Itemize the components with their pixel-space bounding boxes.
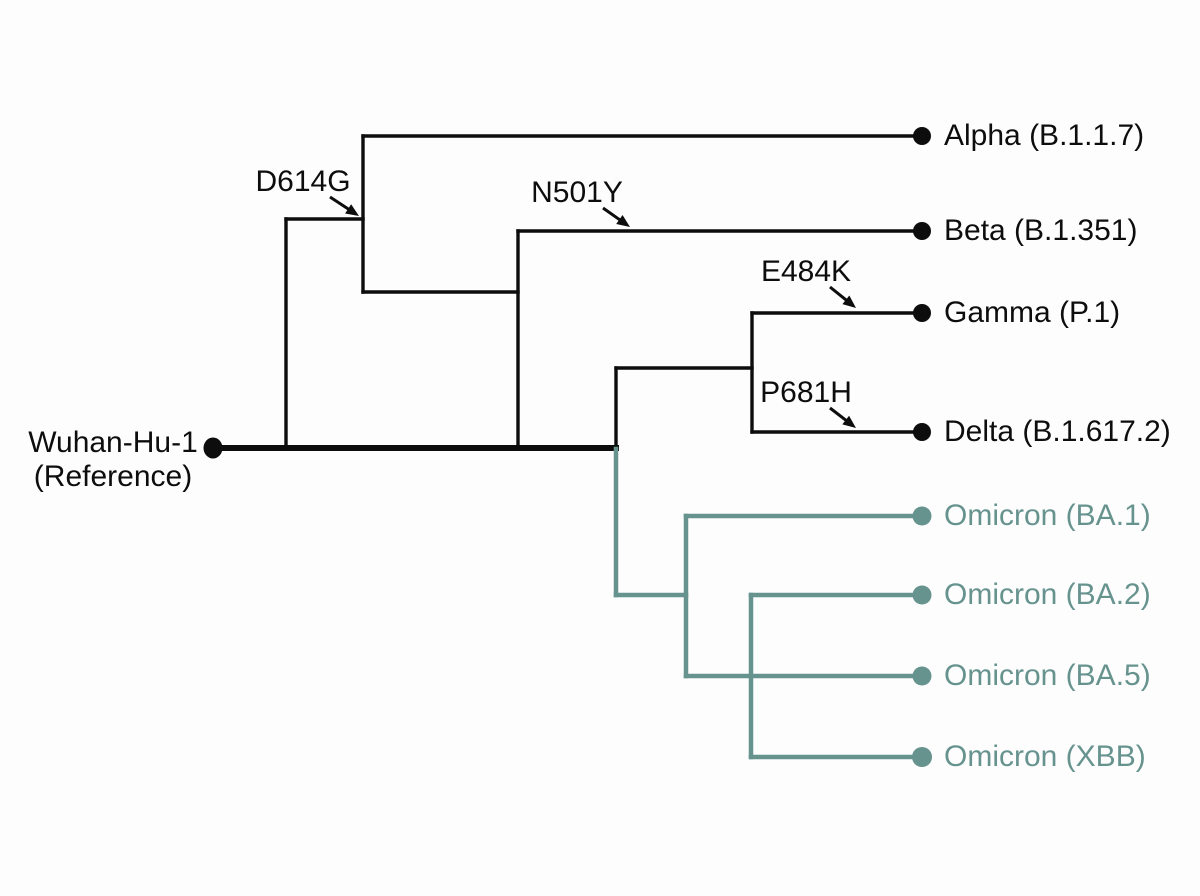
- mutation-arrow-line-p681h: [829, 406, 849, 423]
- tip-dot-omicron-ba2: [912, 585, 932, 605]
- root-label: Wuhan-Hu-1 (Reference): [28, 426, 198, 494]
- tip-dot-delta: [913, 423, 931, 441]
- tip-dot-omicron-ba1: [912, 506, 932, 526]
- mutation-arrow-line-n501y: [602, 206, 622, 222]
- tip-label-alpha: Alpha (B.1.1.7): [944, 119, 1145, 152]
- mutation-label-n501y: N501Y: [531, 176, 623, 209]
- mutation-arrowhead-n501y: [616, 215, 630, 227]
- tip-dot-beta: [913, 222, 931, 240]
- tip-label-beta: Beta (B.1.351): [944, 214, 1138, 247]
- tip-dot-omicron-xbb: [912, 747, 932, 767]
- tip-dot-alpha: [913, 127, 931, 145]
- mutation-arrow-line-d614g: [329, 195, 351, 212]
- mutation-label-p681h: P681H: [760, 376, 852, 409]
- mutation-arrow-line-e484k: [829, 285, 849, 303]
- mutation-arrowhead-p681h: [842, 415, 856, 428]
- root-node-dot: [203, 437, 223, 459]
- tip-label-delta: Delta (B.1.617.2): [944, 415, 1171, 448]
- root-label-line2: (Reference): [33, 460, 193, 493]
- tip-dot-omicron-ba5: [912, 666, 932, 686]
- tip-dot-gamma: [913, 304, 931, 322]
- mutation-arrowhead-e484k: [842, 295, 856, 308]
- tip-label-omicron-ba2: Omicron (BA.2): [944, 578, 1151, 611]
- tip-label-omicron-ba1: Omicron (BA.1): [944, 499, 1151, 532]
- tip-label-omicron-ba5: Omicron (BA.5): [944, 659, 1151, 692]
- root-label-line1: Wuhan-Hu-1: [28, 426, 198, 459]
- mutation-label-e484k: E484K: [760, 255, 852, 288]
- tip-label-gamma: Gamma (P.1): [944, 296, 1121, 329]
- mutation-arrowhead-d614g: [345, 204, 359, 216]
- tip-label-omicron-xbb: Omicron (XBB): [944, 740, 1146, 773]
- mutation-label-d614g: D614G: [255, 165, 351, 198]
